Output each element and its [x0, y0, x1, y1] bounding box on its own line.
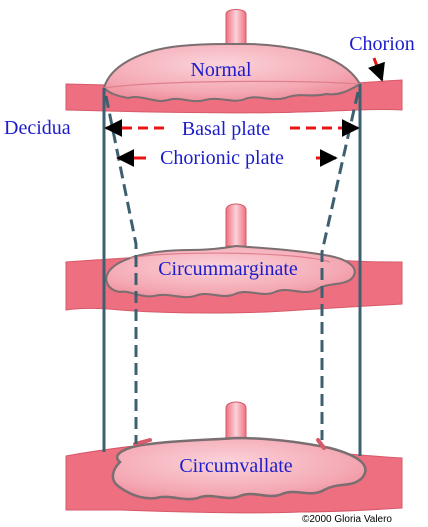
label-chorionic-plate: Chorionic plate	[160, 147, 284, 169]
boundary-lines	[102, 84, 362, 456]
circumvallate-placenta-body	[111, 436, 367, 501]
circumvallate-group	[65, 401, 403, 514]
copyright-notice: ©2000 Gloria Valero	[302, 514, 392, 525]
label-circummarginate: Circummarginate	[158, 258, 298, 280]
normal-placenta-group	[65, 9, 403, 114]
umbilical-cord-middle	[225, 203, 247, 247]
circummarginate-fold	[129, 252, 331, 263]
normal-chorionic-line	[103, 80, 361, 89]
label-decidua: Decidua	[4, 117, 71, 139]
circummarginate-group	[65, 203, 403, 314]
label-basal-plate: Basal plate	[182, 118, 270, 140]
label-circumvallate: Circumvallate	[179, 455, 292, 477]
label-normal: Normal	[190, 59, 252, 81]
circumvallate-ridge-right	[316, 438, 326, 450]
chorionic-plate-right-dashed	[320, 91, 360, 440]
chorionic-plate-left-dashed	[104, 95, 138, 444]
labels: Normal Chorion Decidua Basal plate Chori…	[4, 33, 415, 525]
label-chorion: Chorion	[349, 33, 415, 55]
umbilical-cord-top	[225, 9, 247, 47]
normal-placenta-body	[102, 43, 362, 103]
chorion-pointer-arrow	[368, 57, 385, 82]
annotation-arrows	[104, 57, 385, 167]
umbilical-cord-bottom	[225, 401, 247, 441]
circummarginate-placenta-body	[105, 244, 356, 299]
